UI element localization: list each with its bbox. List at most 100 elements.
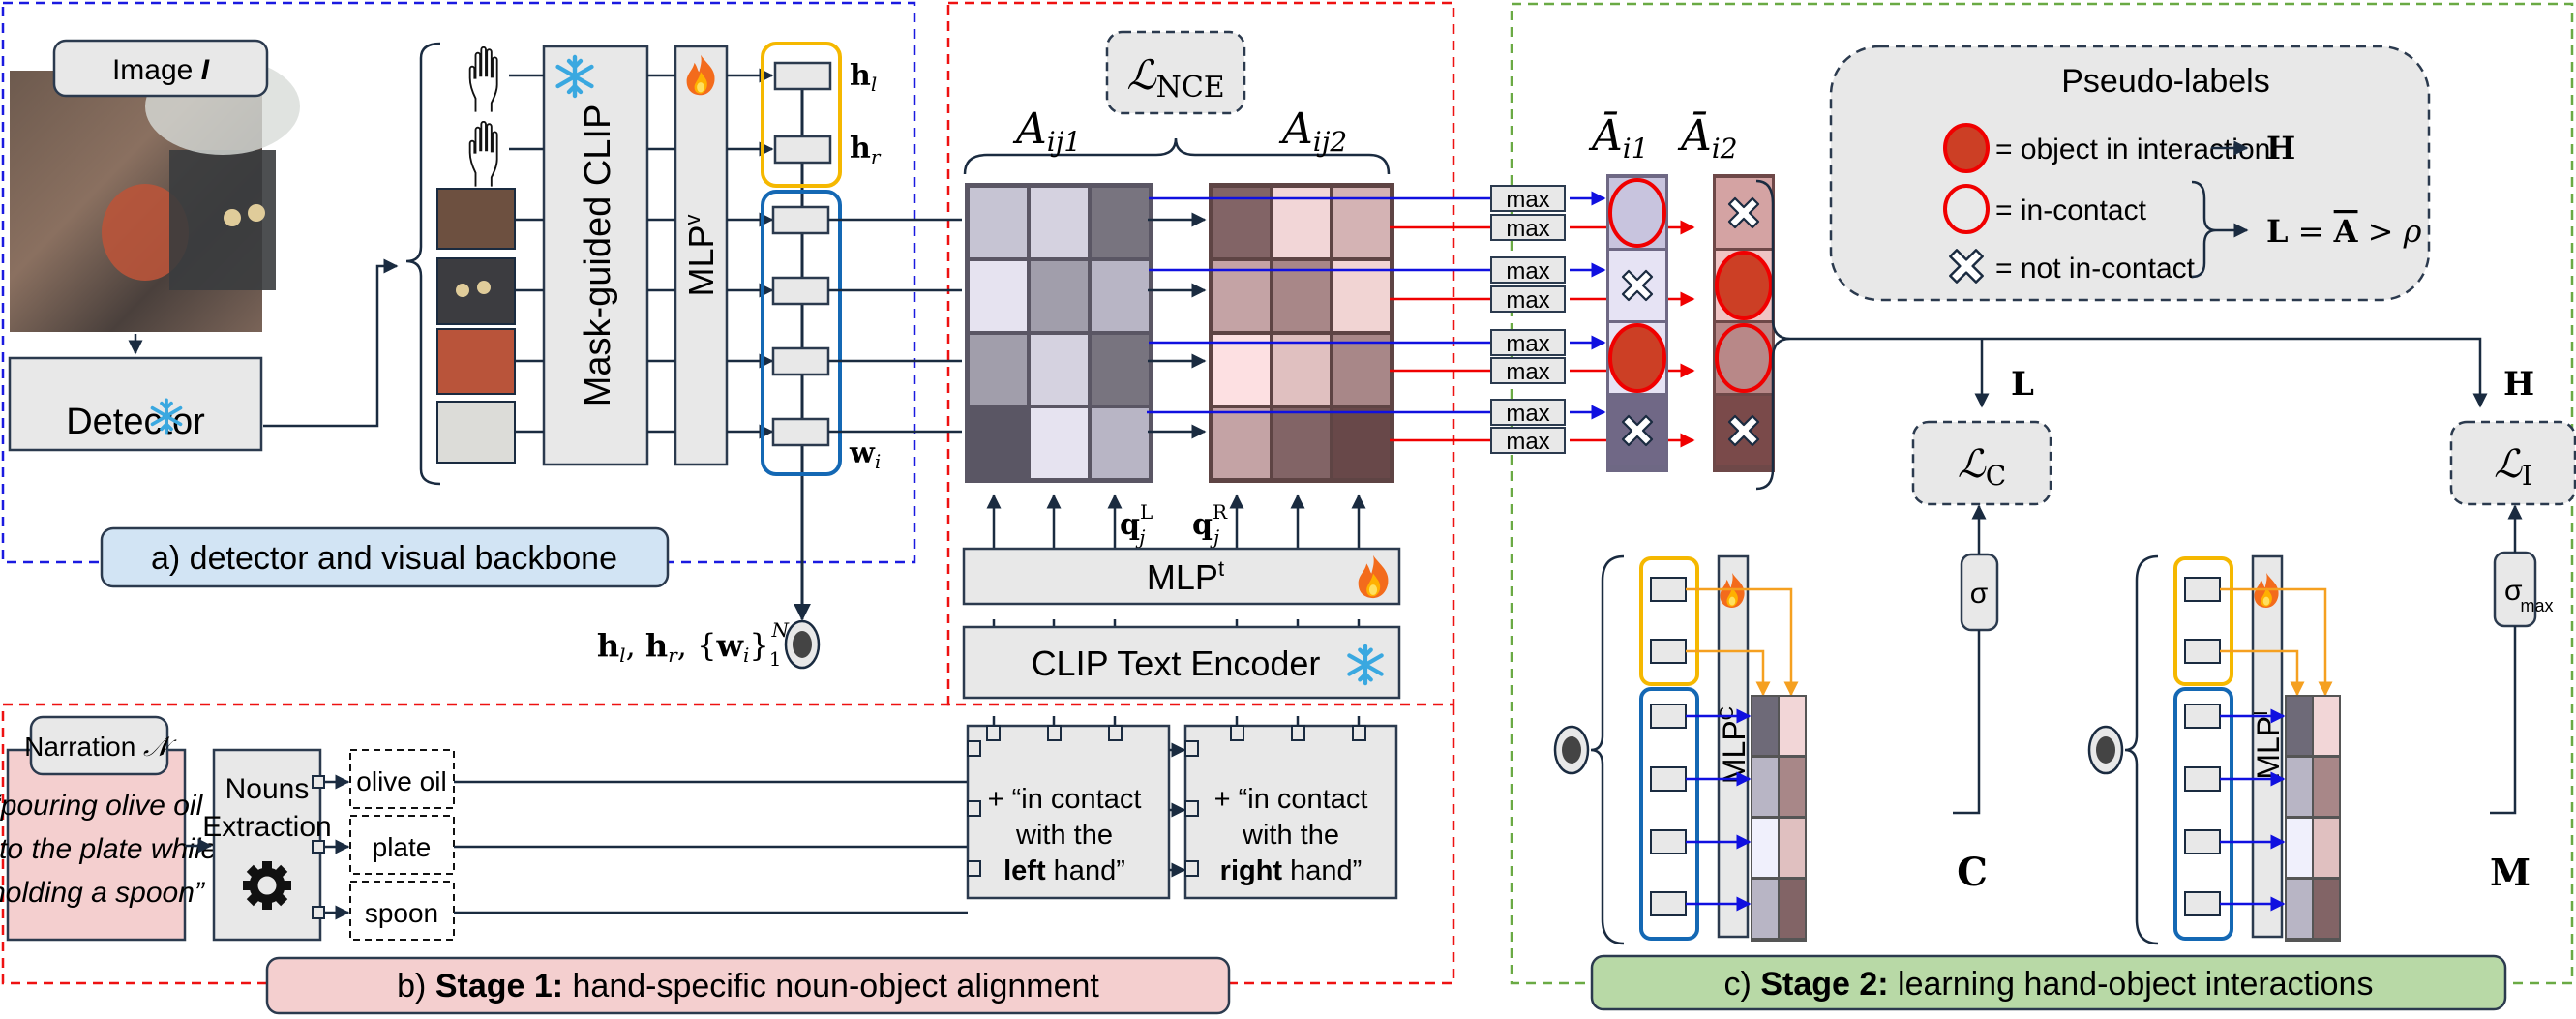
noun-item: plate <box>373 832 432 862</box>
interaction-legend-icon <box>1943 123 1990 173</box>
heatmap-cell <box>1213 408 1270 478</box>
object-vector <box>1650 891 1687 916</box>
panel-c-caption-box <box>1590 954 2507 1011</box>
score-cell-left <box>2287 880 2312 938</box>
embedding-input-node-core <box>2096 736 2115 764</box>
mlp-head-box <box>1717 554 1750 939</box>
mlp-head-label: MLPI <box>2251 710 2286 779</box>
narration-title-box <box>29 715 169 776</box>
score-cell-right <box>1780 819 1805 877</box>
sigma-label: σ <box>1970 578 1989 610</box>
mlp-t-box <box>962 547 1401 606</box>
object-vector <box>1650 704 1687 729</box>
panel-c-caption: c) Stage 2: learning hand-object interac… <box>1724 966 2374 1003</box>
max-box <box>1490 285 1566 313</box>
noun-item: olive oil <box>356 766 446 796</box>
score-cell-right <box>1780 880 1805 938</box>
loss-nce-label: ℒNCE <box>1126 51 1224 105</box>
detector-box <box>8 356 263 452</box>
mlp-head-box <box>2251 554 2284 939</box>
panel-a-caption-box <box>100 526 670 588</box>
abar-left-label: Āi1 <box>1588 110 1649 165</box>
nouns-extraction-label-1: Nouns <box>225 773 310 805</box>
matrix-m-label: M <box>2490 851 2531 894</box>
object-vector <box>2184 704 2221 729</box>
score-cell-left <box>2287 819 2312 877</box>
hand-embeddings-group <box>1639 556 1699 686</box>
clip-text-encoder-label: CLIP Text Encoder <box>1032 644 1321 683</box>
matrix-c-label: C <box>1957 850 1988 895</box>
max-label: max <box>1506 187 1549 213</box>
max-label: max <box>1506 216 1549 242</box>
interaction-icon <box>1715 251 1773 320</box>
sigma-max-label: σmax <box>2504 575 2554 615</box>
heatmap-cell <box>1333 408 1390 478</box>
panel-b-border-top <box>946 1 1455 706</box>
heatmap-cell <box>970 188 1027 257</box>
panel-b-caption: b) Stage 1: hand-specific noun-object al… <box>397 968 1099 1004</box>
embedding-output-label: hl, hr, {wi}1N <box>597 618 791 671</box>
in-contact-legend-icon <box>1943 184 1990 234</box>
score-cell-left <box>1752 880 1778 938</box>
score-cell-right <box>1780 758 1805 816</box>
right-hand-query-arrow <box>2220 649 2305 697</box>
noun-to-prompt-lines <box>454 780 968 914</box>
prompt-left-line-3: left hand” <box>1003 855 1125 886</box>
pseudo-labels-title: Pseudo-labels <box>2061 63 2269 100</box>
heatmap-cell <box>1213 335 1270 405</box>
noun-list <box>349 749 455 941</box>
max-label: max <box>1506 258 1549 285</box>
left-hand-query-arrow <box>1686 587 1799 697</box>
narration-text-line-3: holding a spoon” <box>0 877 206 909</box>
image-label-box <box>52 39 269 98</box>
prompt-right-line-1: + “in contact <box>1214 784 1368 815</box>
legend-not-in-contact-text: = not in-contact <box>1995 253 2196 285</box>
prompt-left-line-2: with the <box>1015 820 1113 851</box>
heatmap-cell <box>970 335 1027 405</box>
heatmap-cell <box>1092 261 1149 331</box>
inputs-brace <box>405 42 441 486</box>
embedding-input-node-core <box>1562 736 1581 764</box>
score-cell-right <box>2314 880 2339 938</box>
max-label: max <box>1506 331 1549 357</box>
loss-c-box <box>1911 420 2052 506</box>
max-box <box>1490 399 1566 426</box>
mlp-v-label: MLPv <box>680 214 721 296</box>
mlp-t-label: MLPt <box>1147 556 1224 597</box>
label-h-arrow <box>1790 337 2488 408</box>
query-arrows <box>986 494 1366 748</box>
noun-item: spoon <box>365 898 438 928</box>
in-contact-icon <box>1715 323 1773 393</box>
max-box <box>1490 329 1566 356</box>
narration-text-line-1: “pouring olive oil <box>0 790 204 822</box>
loss-c-label: ℒC <box>1958 442 2006 492</box>
heatmap-cell <box>1031 335 1088 405</box>
heatmap-cell <box>1333 261 1390 331</box>
left-hand-icon <box>468 46 498 113</box>
heatmap-cell <box>1213 261 1270 331</box>
heatmap-cell <box>1031 408 1088 478</box>
heatmap-cell <box>1031 261 1088 331</box>
object-vector <box>2184 891 2221 916</box>
score-cell-right <box>2314 758 2339 816</box>
legend-h-label: H <box>2266 130 2295 166</box>
object-rows-to-matrices <box>828 212 1207 439</box>
panel-b-caption-box <box>265 956 1231 1015</box>
heatmap-cell <box>1333 335 1390 405</box>
right-hand-query-arrow <box>1686 649 1771 697</box>
hand-embeddings-group <box>2173 556 2233 686</box>
object-embeddings-group <box>2173 687 2233 941</box>
matrix-left-label: Aij1 <box>1012 105 1081 158</box>
object-embeddings-group <box>761 190 842 476</box>
max-box <box>1490 185 1566 212</box>
score-cell-left <box>2287 758 2312 816</box>
score-cell-left <box>1752 758 1778 816</box>
loss-i-box <box>2449 420 2576 506</box>
max-box <box>1490 256 1566 284</box>
c-to-sigma-line <box>1953 630 1981 815</box>
pseudo-label-columns <box>1606 174 1775 472</box>
narration-title: Narration 𝒩 <box>24 731 177 763</box>
right-hand-icon <box>468 121 498 188</box>
heatmap-cell <box>1273 335 1330 405</box>
